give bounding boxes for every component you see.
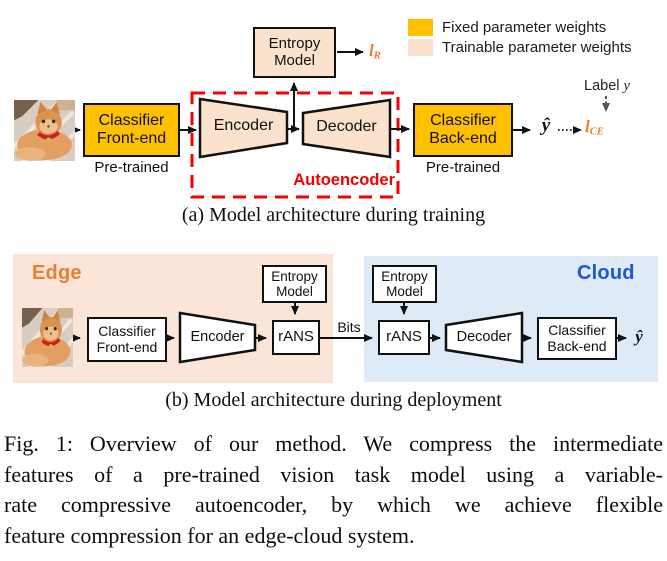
trainable-weights-swatch <box>408 39 433 56</box>
cloud-region-label: Cloud <box>577 262 635 284</box>
cat-photo-drawing <box>6 100 85 173</box>
classifier-backend-box-b: Classifier Back-end <box>537 317 617 360</box>
entropy-model-box-a: Entropy Model <box>253 27 336 78</box>
legend-item-trainable: Trainable parameter weights <box>408 38 632 57</box>
classifier-backend-label: Classifier Back-end <box>429 112 497 147</box>
caption-line: feature compression for an edge-cloud sy… <box>4 522 415 548</box>
pretrained-label-front: Pre-trained <box>94 159 169 176</box>
y-hat-symbol-b: ŷ <box>635 327 643 346</box>
rans-box-edge: rANS <box>272 320 320 355</box>
fixed-weights-swatch <box>408 19 433 36</box>
cat-photo-drawing <box>15 308 82 379</box>
cat-image <box>6 100 85 173</box>
caption-line: Fig. 1: Overview of our method. We compr… <box>4 431 663 456</box>
y-hat-symbol-a: ŷ <box>541 115 551 136</box>
entropy-model-label: Entropy Model <box>381 268 428 299</box>
entropy-model-box-edge: Entropy Model <box>262 265 327 303</box>
classifier-frontend-label: Classifier Front-end <box>96 322 158 355</box>
pretrained-label-back: Pre-trained <box>425 159 501 176</box>
legend-label: Trainable parameter weights <box>442 39 632 56</box>
rans-box-cloud: rANS <box>378 320 430 355</box>
legend: Fixed parameter weights Trainable parame… <box>408 18 632 58</box>
classifier-frontend-box-a: Classifier Front-end <box>83 103 180 157</box>
entropy-model-label: Entropy Model <box>268 34 321 69</box>
subcaption-a: (a) Model architecture during training <box>181 204 486 226</box>
legend-label: Fixed parameter weights <box>442 19 607 36</box>
decoder-label-a: Decoder <box>316 118 377 135</box>
caption-line: rate compressive autoencoder, by which w… <box>4 492 663 517</box>
ce-loss-symbol: lCE <box>585 117 604 138</box>
label-y-text: Label y <box>584 78 630 94</box>
bits-label: Bits <box>337 319 361 335</box>
encoder-label-a: Encoder <box>213 117 274 134</box>
entropy-model-box-cloud: Entropy Model <box>372 265 437 303</box>
rans-label: rANS <box>278 328 314 346</box>
rans-label: rANS <box>386 328 422 346</box>
classifier-backend-label: Classifier Back-end <box>547 321 607 354</box>
edge-region-label: Edge <box>32 262 82 284</box>
rate-loss-symbol: lR <box>369 41 381 62</box>
autoencoder-label: Autoencoder <box>293 171 395 189</box>
cat-image <box>15 308 82 379</box>
classifier-frontend-label: Classifier Front-end <box>96 112 167 147</box>
legend-item-fixed: Fixed parameter weights <box>408 18 632 37</box>
figure-caption: Fig. 1: Overview of our method. We compr… <box>4 429 663 551</box>
encoder-label-b: Encoder <box>190 329 245 345</box>
caption-line: features of a pre-trained vision task mo… <box>4 461 663 487</box>
classifier-backend-box-a: Classifier Back-end <box>413 103 513 157</box>
decoder-label-b: Decoder <box>456 329 512 345</box>
subcaption-b: (b) Model architecture during deployment <box>165 389 502 411</box>
entropy-model-label: Entropy Model <box>271 268 318 299</box>
classifier-frontend-box-b: Classifier Front-end <box>87 317 167 362</box>
